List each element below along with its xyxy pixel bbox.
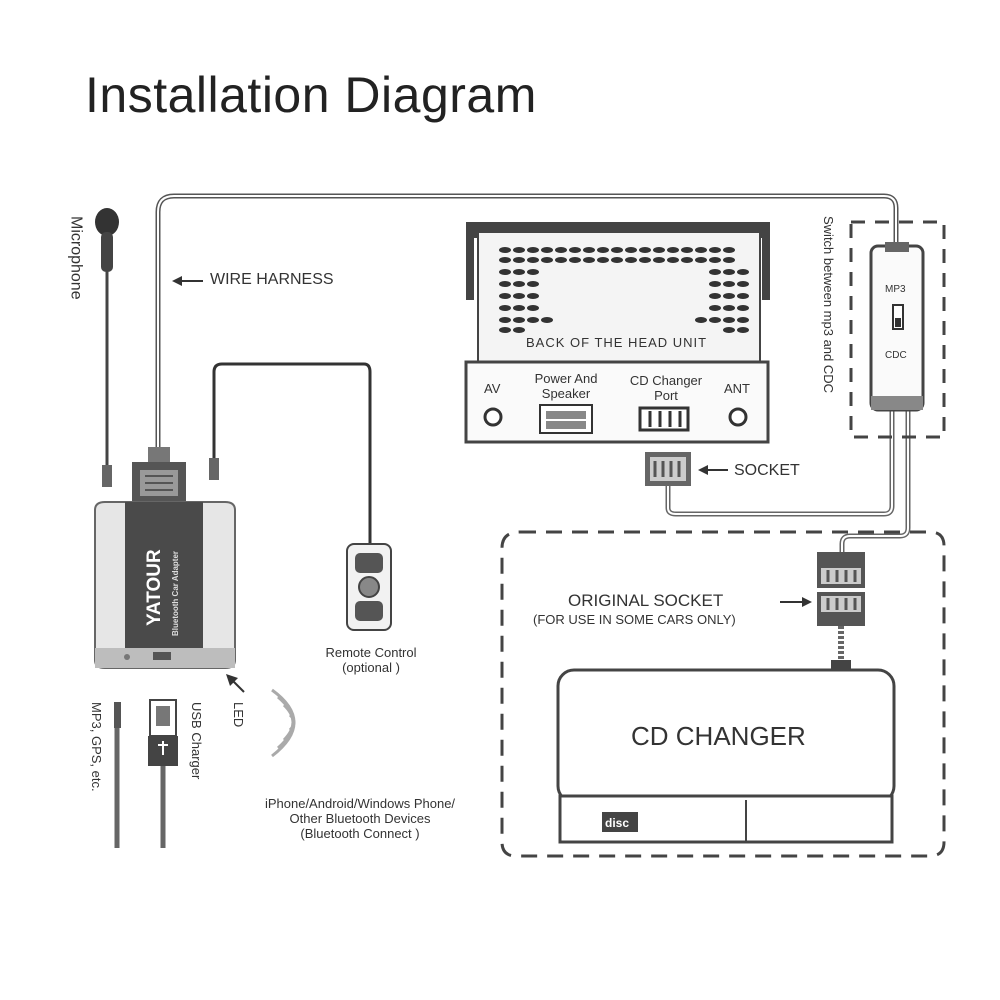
switch-mp3-label: MP3 [885,284,906,295]
brand-sub-label: Bluetooth Car Adapter [171,551,180,636]
power-speaker-line1: Power And [534,371,598,386]
adapter-connector [132,447,186,504]
wire-harness-label: WIRE HARNESS [210,271,334,288]
page-title: Installation Diagram [85,67,537,123]
wire-harness-arrow [172,276,203,286]
bluetooth-devices-label: iPhone/Android/Windows Phone/ Other Blue… [222,796,498,842]
disc-badge: disc [605,816,629,830]
switch-description: Switch between mp3 and CDC [820,216,836,394]
original-socket-top [817,552,865,588]
power-speaker-line2: Speaker [541,385,591,401]
mp3-cdc-switch [869,242,925,412]
socket-label: SOCKET [734,462,800,479]
bt-line1: iPhone/Android/Windows Phone/ [264,796,456,811]
av-label: AV [484,381,501,396]
brand-label: YATOUR [144,549,165,626]
remote-control [346,543,392,631]
switch-cdc-label: CDC [885,350,907,361]
back-of-head-unit-label: BACK OF THE HEAD UNIT [526,335,708,350]
bt-line2: Other Bluetooth Devices [289,810,431,826]
remote-line1: Remote Control [325,645,417,660]
cd-changer-label: CD CHANGER [631,721,806,751]
led-arrow [226,674,245,693]
remote-cable [212,362,372,545]
ant-label: ANT [724,381,750,396]
socket-arrow [698,465,728,475]
usb-charger-label: USB Charger [188,702,204,780]
cd-port-line1: CD Changer [629,373,703,388]
original-socket-bottom [817,592,865,670]
cd-port-line2: Port [654,387,678,403]
power-speaker-label: Power And Speaker [521,371,611,402]
yatour-adapter: YATOUR Bluetooth Car Adapter [94,501,236,669]
microphone-icon [95,208,119,487]
original-socket-label: ORIGINAL SOCKET [568,591,724,610]
bt-line3: (Bluetooth Connect ) [300,825,420,841]
led-label: LED [230,702,246,728]
cd-port-label: CD Changer Port [620,373,712,404]
usb-plug-icon [148,699,178,848]
bluetooth-waves-icon [271,688,296,758]
socket-connector [645,452,691,486]
changer-cable [839,410,911,556]
head-unit [464,222,770,444]
switch-dashed-box [849,220,946,439]
remote-control-label: Remote Control (optional ) [299,645,443,676]
cd-changer: disc [556,668,896,844]
microphone-label: Microphone [67,216,85,300]
mp3-gps-label: MP3, GPS, etc. [88,702,104,792]
original-socket-note: (FOR USE IN SOME CARS ONLY) [533,612,736,627]
aux-cable [114,702,121,848]
original-socket-arrow [780,597,812,607]
remote-line2: (optional ) [342,659,400,675]
changer-dashed-box [500,530,946,858]
